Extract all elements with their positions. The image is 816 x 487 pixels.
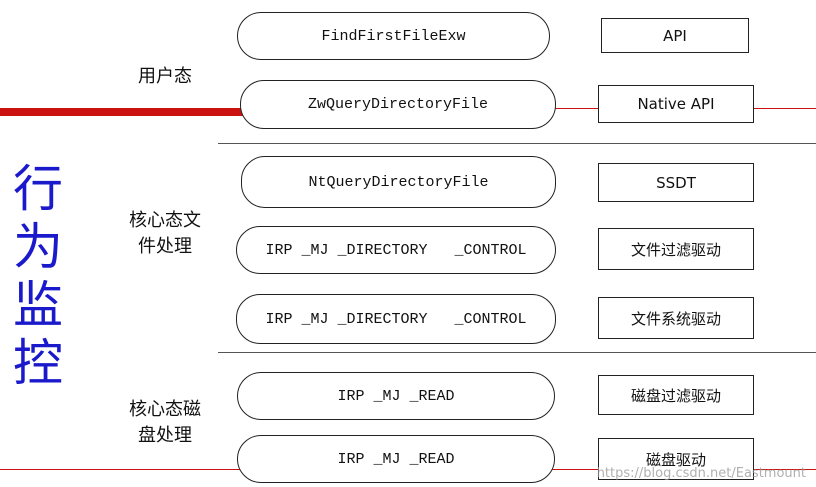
separator-kernel-disk [218,352,816,353]
user-kernel-boundary-thick-line [0,108,244,116]
layer-box-native-api: Native API [598,85,754,123]
kernel-fs-label-line1: 核心态文 [129,210,201,231]
kernel-disk-label-line2: 盘处理 [138,425,192,446]
kernel-file-processing-label: 核心态文 件处理 [110,208,220,260]
title-char: 监 [13,276,63,334]
watermark-text: https://blog.csdn.net/Eastmount [596,466,806,481]
kernel-fs-label-line2: 件处理 [138,236,192,257]
function-pill-irp-mj-read-disk: IRP _MJ _READ [237,435,555,483]
user-mode-label: 用户态 [138,66,192,87]
function-pill-irp-mj-read-filter: IRP _MJ _READ [237,372,555,420]
layer-box-api: API [601,18,749,53]
function-pill-findfirstfileexw: FindFirstFileExw [237,12,550,60]
title-char: 控 [13,334,63,392]
title-char: 行 [13,160,63,218]
kernel-disk-processing-label: 核心态磁 盘处理 [110,397,220,449]
layer-box-disk-driver: 磁盘驱动 [598,438,754,480]
kernel-disk-label-line1: 核心态磁 [129,399,201,420]
layer-box-file-filter-driver: 文件过滤驱动 [598,228,754,270]
layer-box-disk-filter-driver: 磁盘过滤驱动 [598,375,754,415]
function-pill-irp-mj-directory-control-filter: IRP _MJ _DIRECTORY _CONTROL [236,226,556,274]
layer-box-file-system-driver: 文件系统驱动 [598,297,754,339]
function-pill-irp-mj-directory-control-fs: IRP _MJ _DIRECTORY _CONTROL [236,294,556,344]
function-pill-ntquerydirectoryfile: NtQueryDirectoryFile [241,156,556,208]
title-char: 为 [13,218,63,276]
separator-kernel-fs [218,143,816,144]
behavior-monitor-title: 行 为 监 控 [8,160,68,392]
function-pill-zwquerydirectoryfile: ZwQueryDirectoryFile [240,80,556,129]
layer-box-ssdt: SSDT [598,163,754,202]
